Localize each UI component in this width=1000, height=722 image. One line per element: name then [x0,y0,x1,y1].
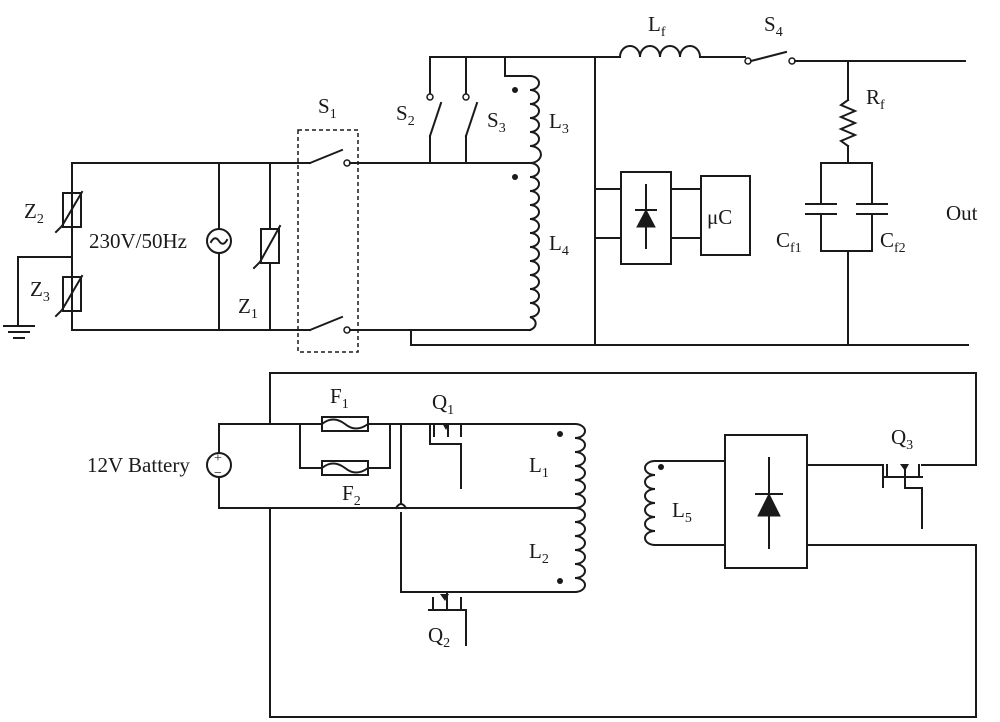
label-f2: F2 [342,481,361,509]
wire-l5 [654,460,726,546]
rectifier-bottom [724,434,808,569]
fuse-f2 [320,460,370,476]
wire-battery [218,423,402,509]
inductor-l1 [557,422,586,510]
battery-plus: + [214,451,222,466]
wire-out-bottom [410,329,969,346]
microcontroller-box [700,175,751,256]
varistor-z3 [54,274,84,318]
label-s4: S4 [764,12,783,40]
relay-s1-box [297,129,359,353]
capacitor-cf1 [805,203,837,215]
capacitor-cf2 [856,203,888,215]
inductor-l2 [557,506,586,594]
wire-l3-lead [504,56,531,77]
label-l1: L1 [529,453,549,481]
rectifier-top [620,171,672,265]
label-battery: 12V Battery [87,453,190,477]
wire-rectifier-inputs [594,188,622,239]
label-f1: F1 [330,384,349,412]
label-out: Out [946,201,978,225]
wire-fuses [299,423,323,469]
label-q2: Q2 [428,623,450,651]
wire-rectifier-to-uc [670,188,702,239]
inductor-lf [618,45,702,59]
label-l4: L4 [549,231,569,259]
switch-s3 [462,93,479,138]
switch-s4 [744,50,796,65]
battery-minus: − [214,466,222,481]
inductor-l3 [512,74,542,165]
label-rf: Rf [866,85,885,113]
label-l5: L5 [672,498,692,526]
mosfet-q3 [882,464,923,529]
label-l2: L2 [529,539,549,567]
label-z1: Z1 [238,294,258,322]
varistor-z1 [252,224,282,270]
label-l3: L3 [549,109,569,137]
switch-s1-top [308,148,351,167]
wire-fuses-out [367,423,431,469]
switch-s2 [426,93,443,138]
wire-return-loop [269,507,977,718]
label-q3: Q3 [891,425,913,453]
varistor-z2 [54,190,84,234]
switch-s1-bottom [308,315,351,334]
wire-ground [17,256,73,327]
wire-filter-caps [820,162,873,346]
ground-icon [3,325,35,339]
mosfet-q2 [428,591,467,646]
label-s2: S2 [396,101,415,129]
inductor-l4 [512,161,540,332]
wire-center-tap [394,423,576,593]
label-lf: Lf [648,12,666,40]
ac-source-icon [206,228,232,254]
label-z2: Z2 [24,199,44,227]
resistor-rf [838,98,858,148]
label-s1: S1 [318,94,337,122]
label-cf1: Cf1 [776,228,802,256]
mosfet-q1 [429,423,467,489]
label-uc: μC [707,205,732,229]
wire-outer-loop [269,372,977,466]
fuse-f1 [320,416,370,432]
label-q1: Q1 [432,390,454,418]
label-cf2: Cf2 [880,228,906,256]
inductor-l5 [644,459,664,547]
label-mains: 230V/50Hz [89,229,187,253]
label-z3: Z3 [30,277,50,305]
label-s3: S3 [487,108,506,136]
